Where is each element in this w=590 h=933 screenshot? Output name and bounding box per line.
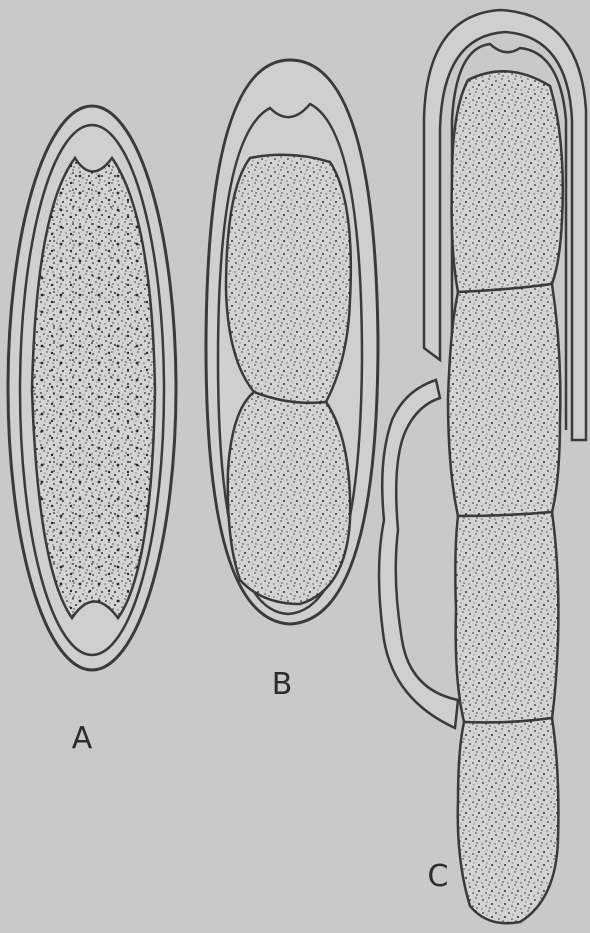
label-b: B <box>272 667 293 702</box>
cell-c-discarded-sheath <box>379 380 458 728</box>
label-c: C <box>428 859 449 894</box>
figure-b: B <box>206 60 378 702</box>
label-a: A <box>72 721 93 756</box>
figure-a: A <box>8 106 176 756</box>
figure-c: C <box>379 10 586 923</box>
